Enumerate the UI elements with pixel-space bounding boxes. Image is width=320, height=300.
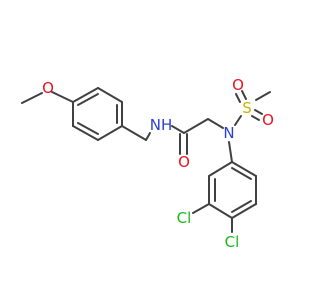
bond-s-o-top-a <box>235 93 241 103</box>
bond-ring1-ch2 <box>121 125 147 141</box>
bond-ring2-a <box>208 161 233 177</box>
bond-ch2-n <box>207 118 224 129</box>
atom-o-carbonyl: O <box>178 153 190 171</box>
bond-ring1-f-inner <box>77 93 99 106</box>
atom-cl-lower: Cl <box>225 233 240 251</box>
bond-s-o-top-b <box>241 90 247 100</box>
atom-o-sulfonyl-top: O <box>232 76 244 94</box>
bond-s-o-right-a <box>254 109 263 115</box>
bond-nh-co <box>171 125 185 134</box>
bond-ring1-f <box>72 87 99 103</box>
bond-s-o-right-b <box>251 115 260 121</box>
bond-ring2-f <box>231 161 257 177</box>
atom-cl-upper: Cl <box>177 209 192 227</box>
bond-ring1-b <box>72 125 99 141</box>
bond-ring1-e <box>97 87 123 103</box>
bond-n-s <box>234 115 242 126</box>
bond-o-ring1 <box>51 91 74 103</box>
molecule-structure-diagram: O NH O N S O O Cl Cl <box>21 76 274 251</box>
bond-ring2-cl-upper <box>192 203 210 214</box>
bond-ring2-d-inner <box>231 200 252 213</box>
bond-ring1-b-inner <box>77 122 99 135</box>
bond-co-ch2 <box>183 118 209 134</box>
bond-n-ring2 <box>228 141 233 163</box>
bond-ch2-nh <box>145 132 151 141</box>
bond-ring2-d <box>231 203 257 219</box>
atom-nh: NH <box>150 116 173 134</box>
bond-ring2-c <box>208 203 233 219</box>
atom-o-sulfonyl-right: O <box>262 111 274 129</box>
atom-o-methoxy: O <box>42 79 54 97</box>
atom-n-sulfonamide: N <box>223 124 234 142</box>
bond-ring2-f-inner <box>231 167 252 180</box>
atom-s: S <box>242 99 252 117</box>
bond-s-methyl <box>255 91 271 101</box>
bond-methyl-o <box>21 92 43 104</box>
bond-ring1-c <box>97 125 123 141</box>
